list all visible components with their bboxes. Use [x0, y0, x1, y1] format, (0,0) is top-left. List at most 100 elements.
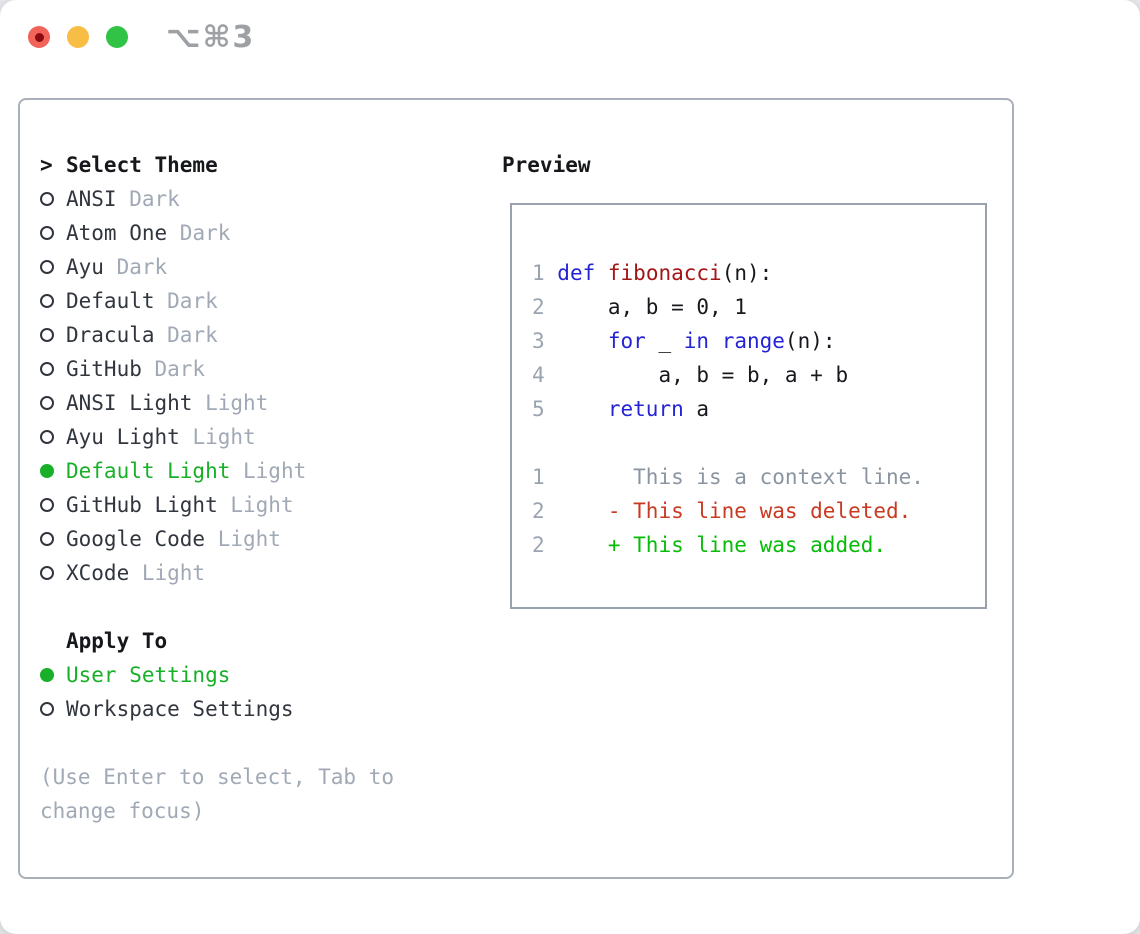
- theme-option-ansi-light-light[interactable]: ANSI Light Light: [40, 386, 490, 420]
- theme-variant: Dark: [154, 323, 218, 347]
- radio-marker: [40, 658, 66, 692]
- radio-icon: [40, 192, 54, 206]
- radio-icon: [40, 362, 54, 376]
- radio-icon: [40, 430, 54, 444]
- theme-variant: Light: [192, 391, 269, 415]
- code-segment-num: 1: [532, 465, 545, 489]
- theme-name: ANSI Light: [66, 391, 193, 415]
- radio-marker: [40, 352, 66, 386]
- apply-option-user-settings[interactable]: User Settings: [40, 658, 490, 692]
- hint-line-1: (Use Enter to select, Tab to: [40, 765, 395, 789]
- close-button[interactable]: [28, 26, 50, 48]
- theme-option-ayu-dark[interactable]: Ayu Dark: [40, 250, 490, 284]
- code-segment-fg: a: [683, 397, 710, 421]
- radio-icon: [40, 328, 54, 342]
- minimize-button[interactable]: [67, 26, 89, 48]
- code-segment-fg: a, b = b, a + b: [557, 363, 849, 387]
- code-segment-fg: a, b = 0, 1: [557, 295, 747, 319]
- theme-option-google-code-light[interactable]: Google Code Light: [40, 522, 490, 556]
- theme-name: Ayu: [66, 255, 104, 279]
- code-segment-kw: in: [683, 329, 710, 353]
- theme-name: GitHub Light: [66, 493, 218, 517]
- hint-line-2: change focus): [40, 799, 205, 823]
- radio-marker: [40, 488, 66, 522]
- zoom-button[interactable]: [106, 26, 128, 48]
- radio-marker: [40, 692, 66, 726]
- theme-variant: Dark: [167, 221, 231, 245]
- theme-option-default-light-light[interactable]: Default Light Light: [40, 454, 490, 488]
- code-segment-kw: return: [607, 397, 684, 421]
- radio-marker: [40, 386, 66, 420]
- theme-option-ayu-light-light[interactable]: Ayu Light Light: [40, 420, 490, 454]
- close-dot-icon: [34, 32, 44, 42]
- prompt-marker: >: [40, 148, 66, 182]
- window-title: ⌥⌘3: [166, 20, 256, 55]
- code-segment-num: 1: [532, 261, 558, 285]
- theme-option-github-dark[interactable]: GitHub Dark: [40, 352, 490, 386]
- select-theme-title: Select Theme: [66, 153, 218, 177]
- code-segment-num: 5: [532, 397, 558, 421]
- theme-variant: Dark: [116, 187, 180, 211]
- radio-icon: [40, 260, 54, 274]
- apply-option-workspace-settings[interactable]: Workspace Settings: [40, 692, 490, 726]
- preview-header: Preview: [502, 153, 591, 177]
- theme-option-ansi-dark[interactable]: ANSI Dark: [40, 182, 490, 216]
- theme-name: Default: [66, 289, 155, 313]
- code-segment-num: 2: [532, 295, 558, 319]
- theme-name: Default Light: [66, 459, 231, 483]
- code-segment-num: 2: [532, 499, 545, 523]
- radio-marker: [40, 454, 66, 488]
- theme-variant: Dark: [141, 357, 206, 381]
- theme-variant: Light: [129, 561, 206, 585]
- radio-icon: [40, 702, 54, 716]
- apply-to-title: Apply To: [66, 629, 168, 653]
- theme-name: Atom One: [66, 221, 168, 245]
- radio-marker: [40, 284, 66, 318]
- preview-code: 1 def fibonacci(n): 2 a, b = 0, 1 3 for …: [512, 205, 985, 562]
- theme-name: XCode: [66, 561, 130, 585]
- radio-marker: [40, 556, 66, 590]
- code-segment-del: - This line was deleted.: [544, 499, 912, 523]
- radio-selected-icon: [40, 464, 54, 478]
- code-segment-num: 2: [532, 533, 545, 557]
- code-segment-fg: [709, 329, 722, 353]
- select-theme-header: >Select Theme: [40, 148, 490, 182]
- radio-selected-icon: [40, 668, 54, 682]
- radio-marker: [40, 250, 66, 284]
- radio-icon: [40, 226, 54, 240]
- radio-icon: [40, 532, 54, 546]
- theme-option-atom-one-dark[interactable]: Atom One Dark: [40, 216, 490, 250]
- radio-icon: [40, 566, 54, 580]
- theme-variant: Dark: [103, 255, 168, 279]
- code-segment-ctx: This is a context line.: [544, 465, 924, 489]
- radio-marker: [40, 216, 66, 250]
- radio-marker: [40, 522, 66, 556]
- code-segment-fg: (n):: [784, 329, 836, 353]
- code-segment-fg: _: [645, 329, 684, 353]
- code-segment-fg: [595, 261, 608, 285]
- theme-option-default-dark[interactable]: Default Dark: [40, 284, 490, 318]
- theme-variant: Light: [230, 459, 307, 483]
- apply-to-marker: [40, 624, 66, 658]
- theme-name: GitHub: [66, 357, 142, 381]
- theme-variant: Light: [179, 425, 256, 449]
- theme-name: Ayu Light: [66, 425, 180, 449]
- theme-variant: Light: [217, 493, 294, 517]
- code-segment-fg: [557, 329, 608, 353]
- theme-option-github-light-light[interactable]: GitHub Light Light: [40, 488, 490, 522]
- radio-icon: [40, 396, 54, 410]
- preview-box: 1 def fibonacci(n): 2 a, b = 0, 1 3 for …: [510, 203, 987, 609]
- code-segment-kw: for: [607, 329, 646, 353]
- code-segment-fg: [557, 397, 608, 421]
- theme-option-xcode-light[interactable]: XCode Light: [40, 556, 490, 590]
- traffic-lights: [28, 26, 128, 48]
- code-segment-fg: (n):: [721, 261, 773, 285]
- apply-option-label: User Settings: [66, 663, 231, 687]
- code-segment-kw: def: [557, 261, 596, 285]
- radio-icon: [40, 498, 54, 512]
- theme-variant: Light: [205, 527, 281, 551]
- apply-to-header: Apply To: [40, 624, 490, 658]
- theme-option-dracula-dark[interactable]: Dracula Dark: [40, 318, 490, 352]
